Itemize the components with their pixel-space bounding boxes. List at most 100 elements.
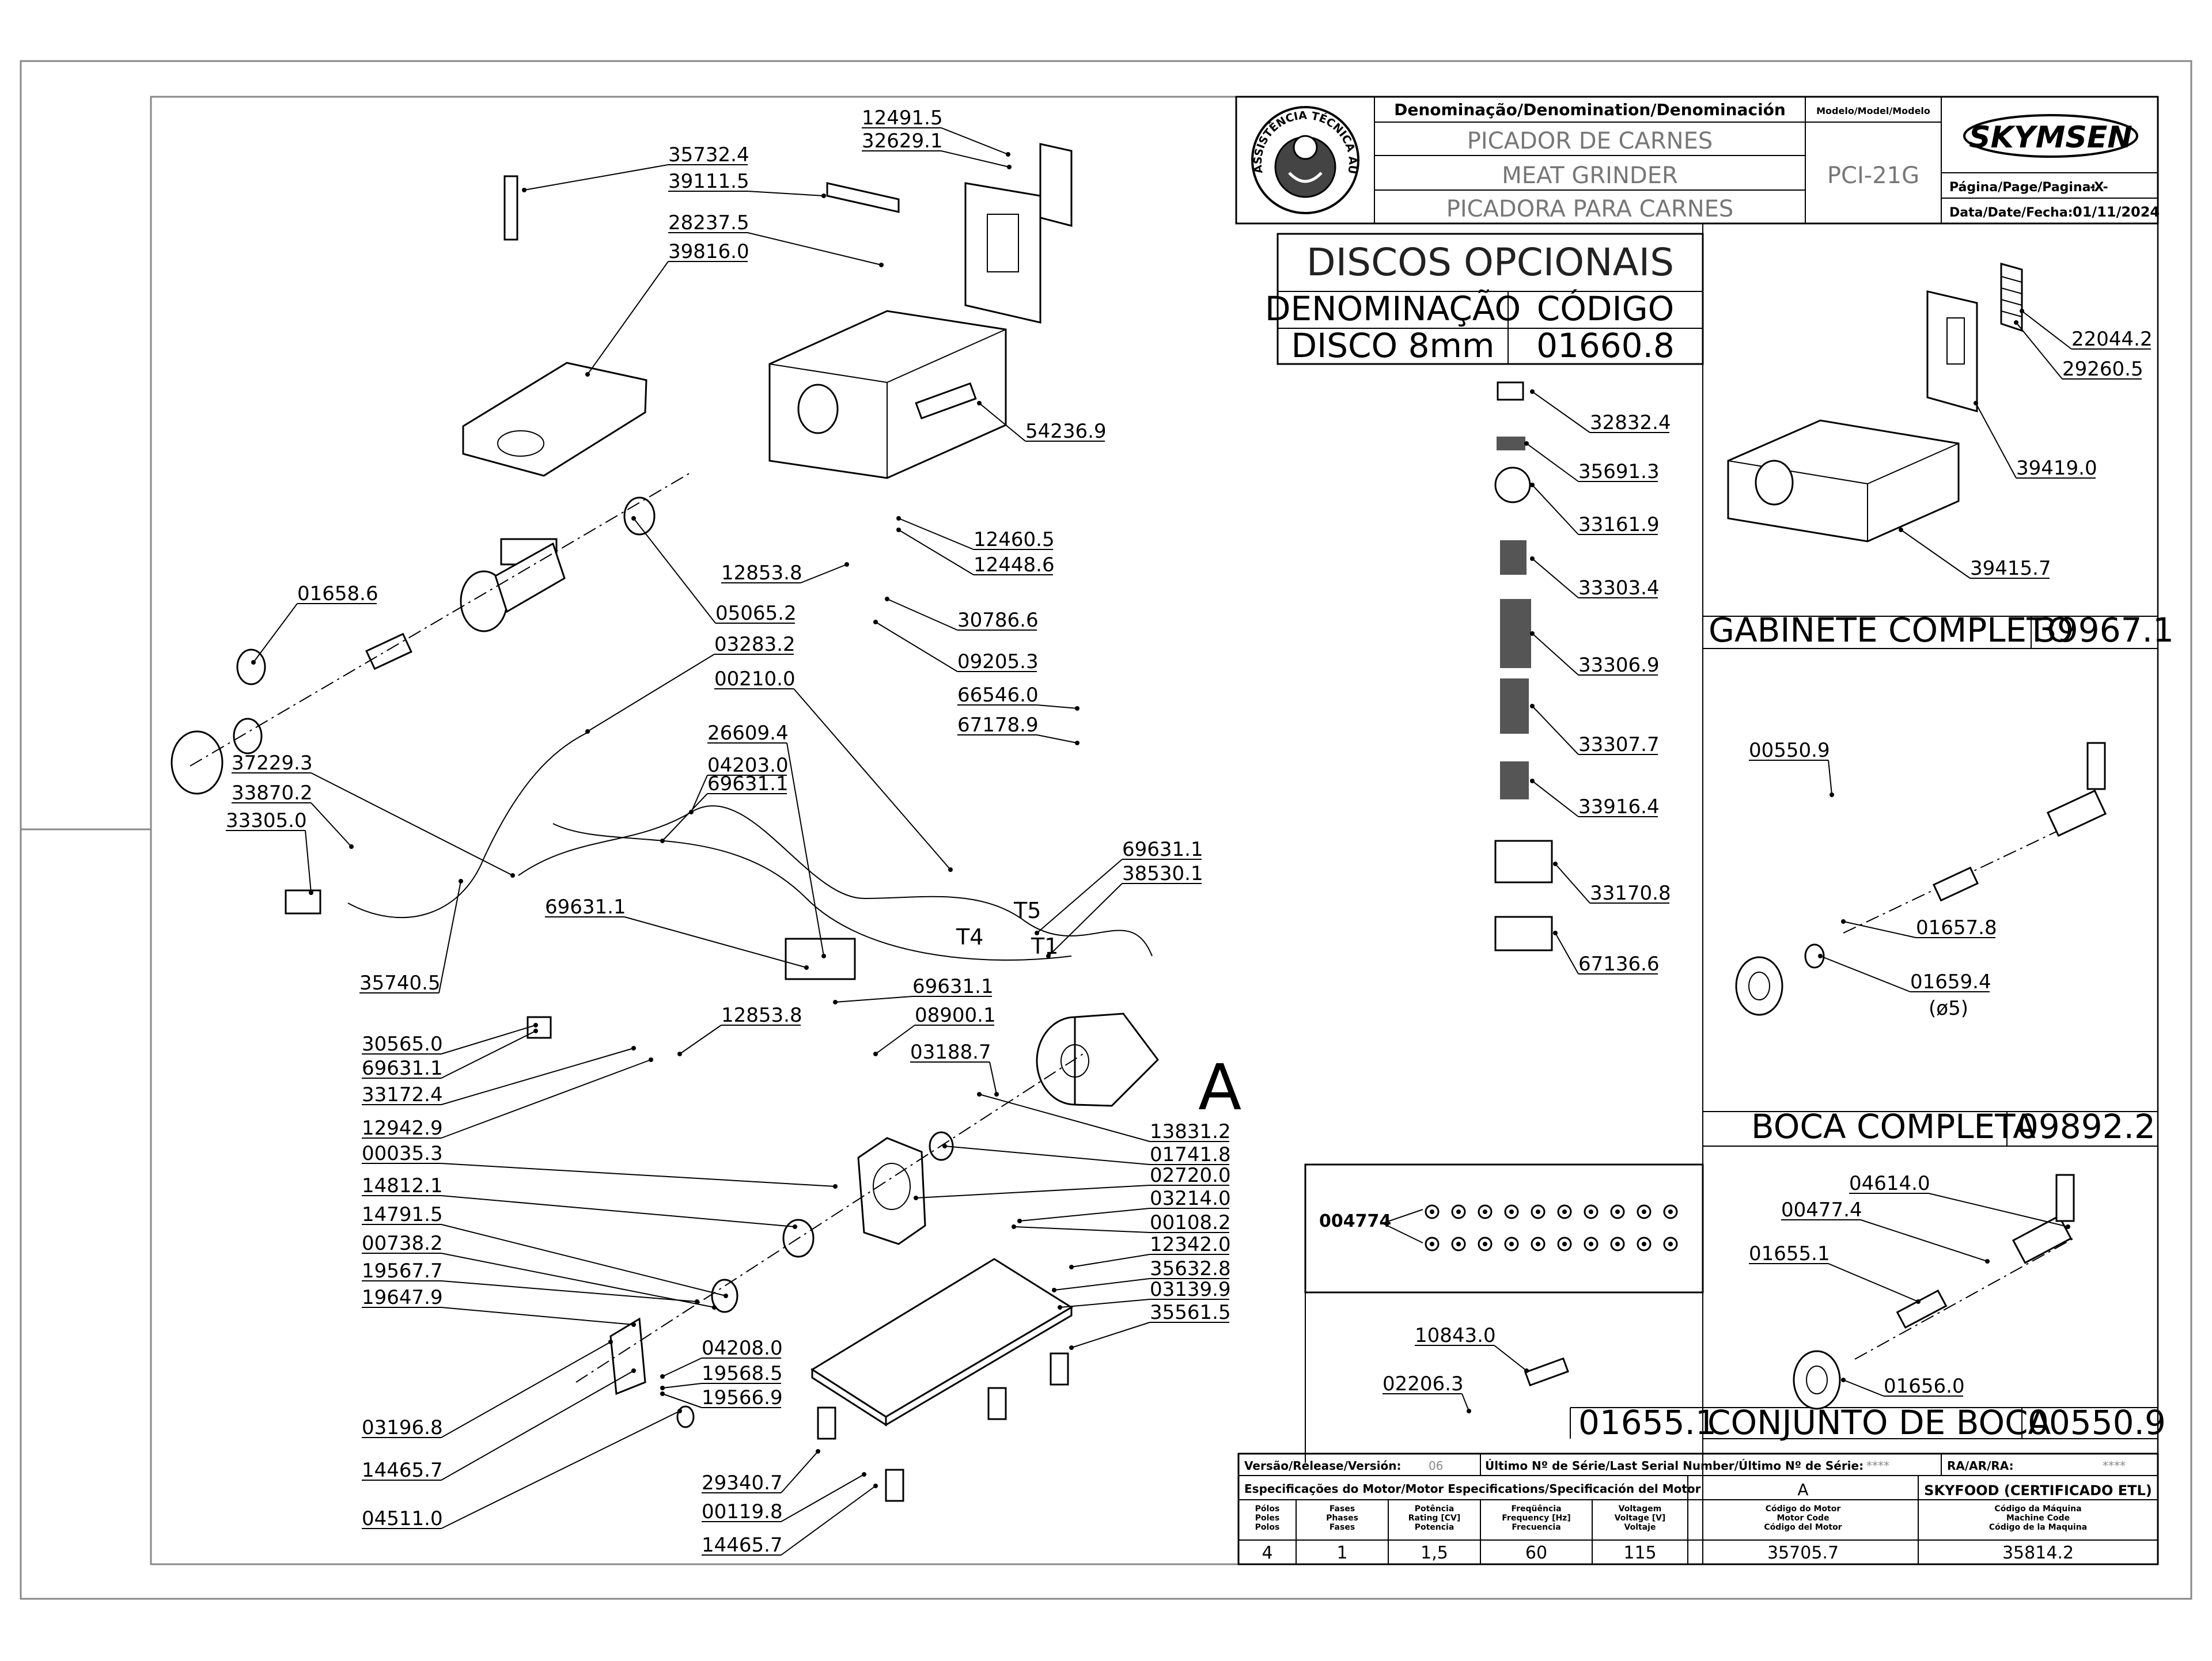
callout-66546.0: 66546.0 — [957, 684, 1080, 711]
conjunto-panel: 01655.1 CONJUNTO DE BOCA 00550.9 — [1524, 1174, 2166, 1442]
callout-dot — [309, 890, 313, 895]
foot-dot-center — [1668, 1242, 1673, 1246]
callout-39419.0: 39419.0 — [1974, 401, 2097, 480]
callout-dot — [533, 1029, 538, 1033]
callout-dot — [689, 810, 694, 814]
spec-col-header: Rating [CV] — [1408, 1514, 1461, 1523]
callout-dot — [821, 954, 826, 958]
callout-leader — [441, 1410, 680, 1529]
foot-dot-center — [1483, 1209, 1487, 1214]
page-value: -X- — [2090, 180, 2108, 195]
main-mouth-body — [171, 496, 656, 795]
callout-dot — [631, 1322, 636, 1327]
callout-leader — [1532, 706, 1579, 755]
feet-code: 004774 — [1319, 1211, 1391, 1231]
callout-dot — [712, 1305, 717, 1310]
denomination-header: Denominação/Denomination/Denominación — [1394, 100, 1786, 119]
callout-19566.9: 19566.9 — [660, 1386, 783, 1409]
callout-leader — [1013, 1226, 1150, 1233]
callout-layer: 12491.532629.135732.439111.528237.539816… — [226, 107, 2153, 1557]
callout-label: 54236.9 — [1025, 420, 1107, 443]
callout-33305.0: 33305.0 — [226, 809, 313, 895]
bearing-paren: (ø5) — [1929, 997, 1968, 1020]
callout-leader — [1843, 1379, 1884, 1397]
callout-leader — [1494, 1345, 1527, 1371]
callout-04208.0: 04208.0 — [660, 1337, 783, 1379]
callout-label: 00108.2 — [1150, 1211, 1231, 1234]
callout-leader — [941, 150, 1010, 168]
callout-leader — [1532, 484, 1579, 535]
callout-label: 03214.0 — [1150, 1187, 1231, 1210]
callout-label: 66546.0 — [957, 684, 1039, 707]
callout-dot — [873, 1484, 878, 1488]
callout-dot — [1524, 1368, 1529, 1373]
callout-28237.5: 28237.5 — [668, 211, 884, 267]
callout-dot — [1052, 1288, 1056, 1292]
callout-dot — [1985, 1259, 1990, 1264]
callout-label: 67178.9 — [957, 714, 1039, 737]
product-name-es: PICADORA PARA CARNES — [1446, 196, 1734, 222]
callout-dot — [942, 1144, 947, 1148]
spec-value: 60 — [1525, 1543, 1547, 1563]
callout-leader — [875, 621, 958, 672]
callout-03214.0: 03214.0 — [1017, 1187, 1231, 1223]
callout-label: 03283.2 — [714, 633, 796, 656]
gabinete-panel: GABINETE COMPLETO 39967.1 — [1703, 263, 2174, 650]
callout-01659.4: 01659.4 — [1818, 954, 1991, 993]
page-label: Página/Page/Pagina: — [1949, 180, 2096, 195]
main-tray — [462, 175, 647, 477]
callout-label: 14791.5 — [362, 1203, 443, 1226]
callout-03188.7: 03188.7 — [910, 1041, 999, 1097]
callout-dot — [793, 1224, 797, 1229]
callout-label: 01658.6 — [297, 582, 378, 605]
spec-col-header: Código del Motor — [1764, 1523, 1842, 1532]
callout-12460.5: 12460.5 — [896, 516, 1055, 551]
callout-label: 12491.5 — [862, 107, 943, 130]
callout-dot — [1530, 704, 1535, 708]
callout-dot — [879, 263, 884, 267]
callout-label: 35732.4 — [668, 143, 749, 166]
callout-label: 39816.0 — [668, 240, 749, 263]
spec-value: 1 — [1336, 1543, 1347, 1563]
callout-00210.0: 00210.0 — [714, 668, 953, 872]
callout-leader — [2016, 322, 2063, 380]
callout-dot — [522, 188, 527, 192]
callout-leader — [662, 1393, 702, 1408]
label-card — [285, 889, 321, 915]
callout-label: 33916.4 — [1578, 795, 1660, 818]
callout-dot — [1899, 528, 1903, 532]
callout-label: 12853.8 — [721, 562, 802, 585]
callout-label: 35561.5 — [1150, 1301, 1231, 1324]
callout-33306.9: 33306.9 — [1530, 631, 1660, 677]
callout-label: 33307.7 — [1578, 733, 1660, 756]
callout-label: 33303.4 — [1578, 577, 1660, 600]
callout-33161.9: 33161.9 — [1530, 483, 1660, 536]
callout-label: 30786.6 — [957, 609, 1039, 632]
spec-col-header: Polos — [1255, 1523, 1280, 1532]
serial-label: Último Nº de Série/Last Serial Number/Úl… — [1485, 1459, 1863, 1473]
callout-leader — [800, 564, 847, 583]
callout-dot — [1830, 792, 1834, 797]
callout-leader — [441, 1253, 715, 1308]
callout-leader — [979, 403, 1026, 442]
motor-spec-table: Versão/Release/Versión: 06 Último Nº de … — [1237, 1453, 2159, 1565]
callout-leader — [1843, 921, 1916, 938]
boca-panel: BOCA COMPLETA 09892.2 — [1703, 742, 2158, 1147]
terminal-block — [785, 938, 856, 980]
spec-col-header: Voltage [V] — [1615, 1514, 1666, 1523]
callout-label: 00550.9 — [1749, 739, 1830, 762]
callout-02720.0: 02720.0 — [914, 1164, 1231, 1200]
date-value: 01/11/2024 — [2073, 204, 2160, 220]
callout-label: 26609.4 — [707, 722, 789, 745]
callout-67178.9: 67178.9 — [957, 714, 1080, 745]
callout-dot — [660, 1386, 665, 1390]
callout-label: 00738.2 — [362, 1232, 443, 1255]
date-label: Data/Date/Fecha: — [1949, 206, 2073, 220]
callout-dot — [1530, 556, 1535, 561]
callout-label: 09205.3 — [957, 650, 1039, 673]
callout-dot — [349, 844, 354, 849]
callout-19647.9: 19647.9 — [362, 1286, 636, 1327]
conjunto-exploded-drawing — [1524, 1174, 2075, 1410]
callout-label: 01741.8 — [1150, 1143, 1231, 1166]
